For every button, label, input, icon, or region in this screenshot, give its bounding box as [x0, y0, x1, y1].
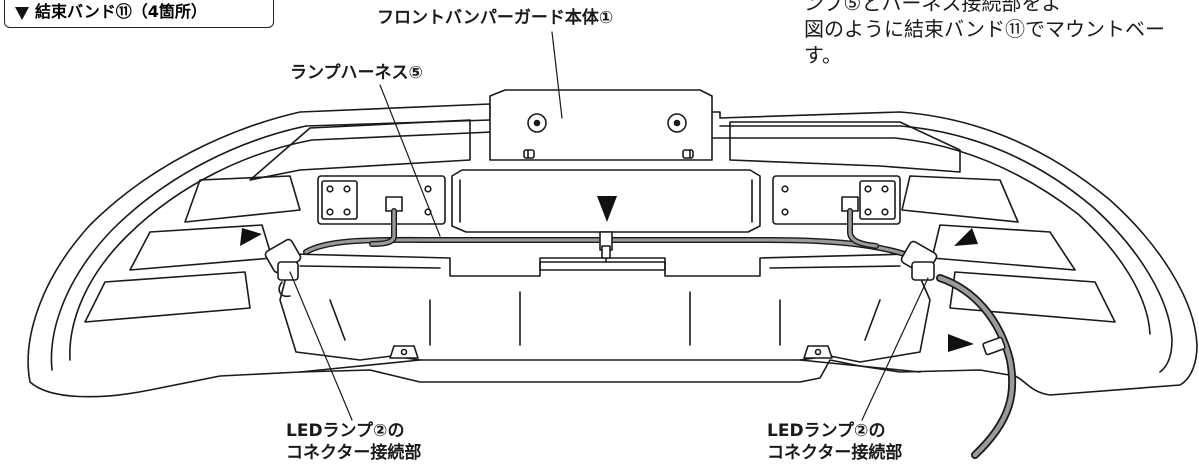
guard-body-leader [551, 31, 563, 119]
note-line-2: 図のように結束バンド⑪でマウントベー [804, 17, 1165, 41]
right-connector-label-line-2: コネクター接続部 [767, 443, 903, 463]
right-connector-leader [861, 277, 929, 421]
cable-tie-marker-lower-right [948, 334, 974, 352]
legend-box: 結束バンド⑪（4箇所） [4, 0, 274, 28]
harness-leader [379, 84, 441, 237]
left-connector-leader [289, 271, 353, 421]
cable-tie-marker-center [597, 196, 617, 222]
guard-rim-line-2 [69, 131, 1151, 361]
guard-inner-rim [50, 119, 1173, 373]
right-bottom-hook [803, 345, 833, 359]
right-fin-2 [931, 224, 1076, 271]
guard-body-label: フロントバンパーガード本体① [377, 8, 614, 28]
left-fin-1 [184, 175, 301, 223]
note-line-1: ンプ⑤とハーネス接続部をよ [804, 0, 1062, 15]
legend-text: 結束バンド⑪（4箇所） [35, 2, 207, 21]
cable-tie-marker-right [954, 228, 978, 246]
mount-hole-left [527, 113, 547, 133]
skid-rib-right [689, 291, 881, 346]
mount-hole-right [667, 113, 687, 133]
note-line-3: す。 [804, 43, 842, 67]
right-connector-label-line-1: LEDランプ②の [767, 421, 886, 441]
right-lower-cable-tie [982, 336, 1006, 356]
upper-right-panel [729, 121, 961, 173]
upper-left-panel [249, 119, 471, 181]
cable-tie-marker-icon [15, 7, 29, 20]
skid-rib-left [329, 291, 521, 346]
left-connector [264, 238, 302, 298]
right-fin-1 [901, 175, 1019, 223]
lamp-harness-label: ランプハーネス⑤ [290, 63, 423, 83]
lamp-harness-wire [303, 208, 1017, 459]
right-connector [900, 240, 938, 281]
left-fin-3 [84, 271, 251, 323]
left-connector-label-line-1: LEDランプ②の [286, 421, 405, 441]
right-lamp-plate [772, 175, 901, 225]
left-connector-label-line-2: コネクター接続部 [286, 443, 422, 463]
mounting-plate [489, 89, 713, 161]
center-cable-tie [599, 231, 613, 263]
cable-tie-marker-left [240, 228, 262, 246]
left-bottom-hook [389, 345, 419, 359]
right-fin-3 [949, 271, 1116, 323]
